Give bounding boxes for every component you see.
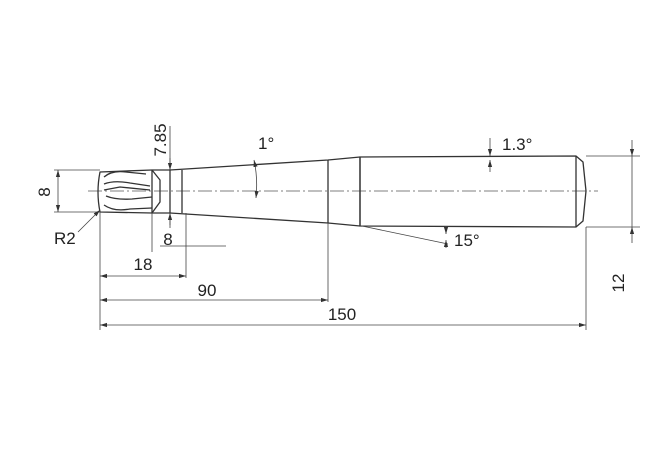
extension-lines: [54, 126, 640, 330]
cutting-head: [97, 169, 171, 214]
overall-length-label: 150: [328, 305, 356, 324]
flute-length-label: 8: [163, 230, 172, 249]
neck-diameter-label: 7.85: [151, 123, 170, 156]
tip-diameter-label: 8: [35, 187, 54, 196]
shank-taper-angle-label: 1.3°: [502, 135, 532, 154]
shoulder-angle-label: 15°: [454, 231, 480, 250]
shank: [359, 155, 587, 228]
shank-diameter-label: 12: [609, 274, 628, 293]
dimension-lines: [55, 138, 635, 328]
taper-length-label: 90: [198, 281, 217, 300]
tapered-neck: [169, 156, 361, 227]
neck-taper-angle-label: 1°: [258, 134, 274, 153]
neck-length-label: 18: [134, 255, 153, 274]
corner-radius-label: R2: [54, 229, 76, 248]
